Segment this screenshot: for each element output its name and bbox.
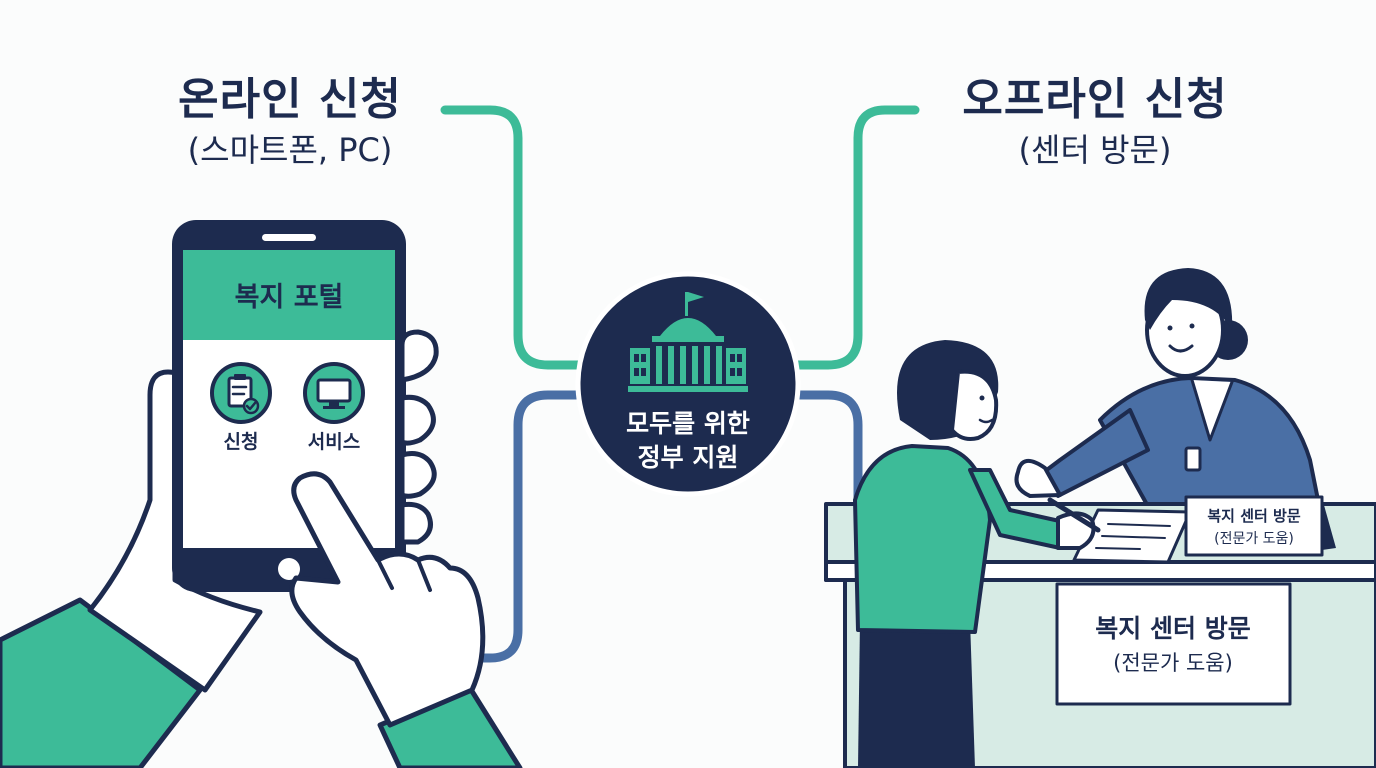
portal-title: 복지 포털 (235, 282, 344, 313)
desk-sign-stand (1322, 498, 1336, 550)
counter-sign (1055, 582, 1292, 706)
id-badge (1184, 446, 1202, 472)
desk-sign (1184, 495, 1324, 557)
left-sleeve (0, 597, 203, 768)
visitor-face (950, 369, 999, 441)
staff-hand (1014, 459, 1062, 498)
staff-arm (1038, 408, 1150, 498)
app-apply (210, 362, 272, 424)
counter-sign-line1: 복지 센터 방문 (1095, 614, 1250, 643)
online-title: 온라인 신청 (178, 74, 402, 125)
portal-header (183, 250, 395, 340)
offline-application-heading: 오프라인 신청 (센터 방문) (935, 72, 1255, 172)
online-teal-connector (440, 105, 605, 370)
desk-sign-line1: 복지 센터 방문 (1207, 507, 1300, 525)
offline-subtitle: (센터 방문) (1018, 131, 1172, 169)
staff-hair (1144, 268, 1233, 330)
app-apply-label: 신청 (224, 431, 259, 453)
government-building-icon (628, 292, 748, 392)
online-blue-connector (455, 390, 605, 663)
staff-body (1098, 376, 1322, 512)
phone-home-button (278, 558, 300, 580)
phone-speaker (262, 234, 316, 241)
wrapping-fingers (399, 329, 439, 545)
pointing-hand (289, 471, 486, 728)
center-badge-line2: 정부 지원 (638, 443, 739, 472)
offline-blue-connector (770, 390, 863, 505)
online-application-heading: 온라인 신청 (스마트폰, PC) (140, 72, 440, 172)
center-badge: 모두를 위한 정부 지원 (575, 271, 801, 497)
online-subtitle: (스마트폰, PC) (187, 131, 393, 169)
phone-scene: 복지 포털 신청 서비스 (0, 220, 523, 768)
center-badge-circle (575, 271, 801, 497)
pen-icon (1047, 497, 1101, 533)
offline-teal-connector (770, 105, 920, 370)
center-badge-line1: 모두를 위한 (626, 409, 750, 438)
offline-title: 오프라인 신청 (962, 74, 1228, 125)
counter-sign-line2: (전문가 도움) (1113, 651, 1233, 675)
desk-sign-line2: (전문가 도움) (1214, 531, 1294, 547)
connector-lines (440, 105, 920, 663)
app-service (303, 362, 365, 424)
office-scene: 복지 센터 방문 (전문가 도움) 복지 센터 방문 (전문가 도움) (824, 268, 1376, 768)
visitor-legs (858, 620, 975, 768)
app-service-label: 서비스 (308, 431, 360, 453)
